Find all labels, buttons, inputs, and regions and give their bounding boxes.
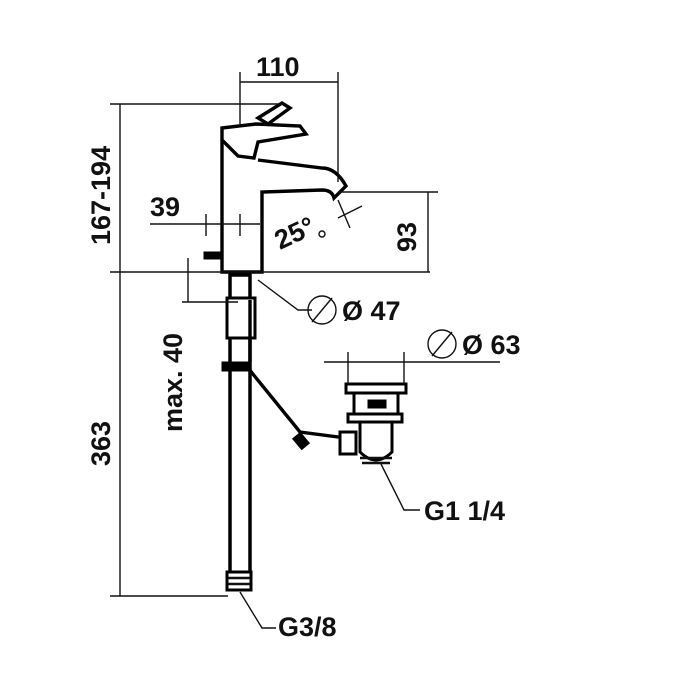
dim-drain-thread: G1 1/4 (424, 496, 505, 526)
supply-fitting (225, 570, 253, 592)
linkage-rod (246, 366, 347, 440)
dim-drain-diameter: Ø 63 (462, 330, 521, 360)
dim-spout-reach: 110 (256, 52, 300, 82)
lever-handle (254, 100, 294, 127)
lever-body (220, 122, 310, 160)
dim-supply-thread: G3/8 (278, 612, 337, 642)
drain-tailpiece (358, 420, 394, 462)
popup-drain (338, 382, 408, 465)
popup-rod-knob (203, 251, 221, 260)
rod-clamp (221, 361, 249, 372)
dim-spout-height: 93 (392, 222, 422, 252)
dimension-lines (110, 72, 500, 629)
supply-assembly (221, 273, 347, 592)
dim-max-thickness: max. 40 (158, 333, 188, 432)
dim-total-height: 167-194 (86, 146, 116, 245)
faucet-body (203, 100, 349, 274)
dim-base-diameter: Ø 47 (342, 296, 401, 326)
dim-lever-offset: 39 (150, 192, 180, 222)
dim-connection-length: 363 (86, 421, 116, 466)
dim-spout-angle: 25° (270, 211, 320, 255)
drain-side-port (338, 430, 358, 456)
spout (220, 140, 349, 274)
